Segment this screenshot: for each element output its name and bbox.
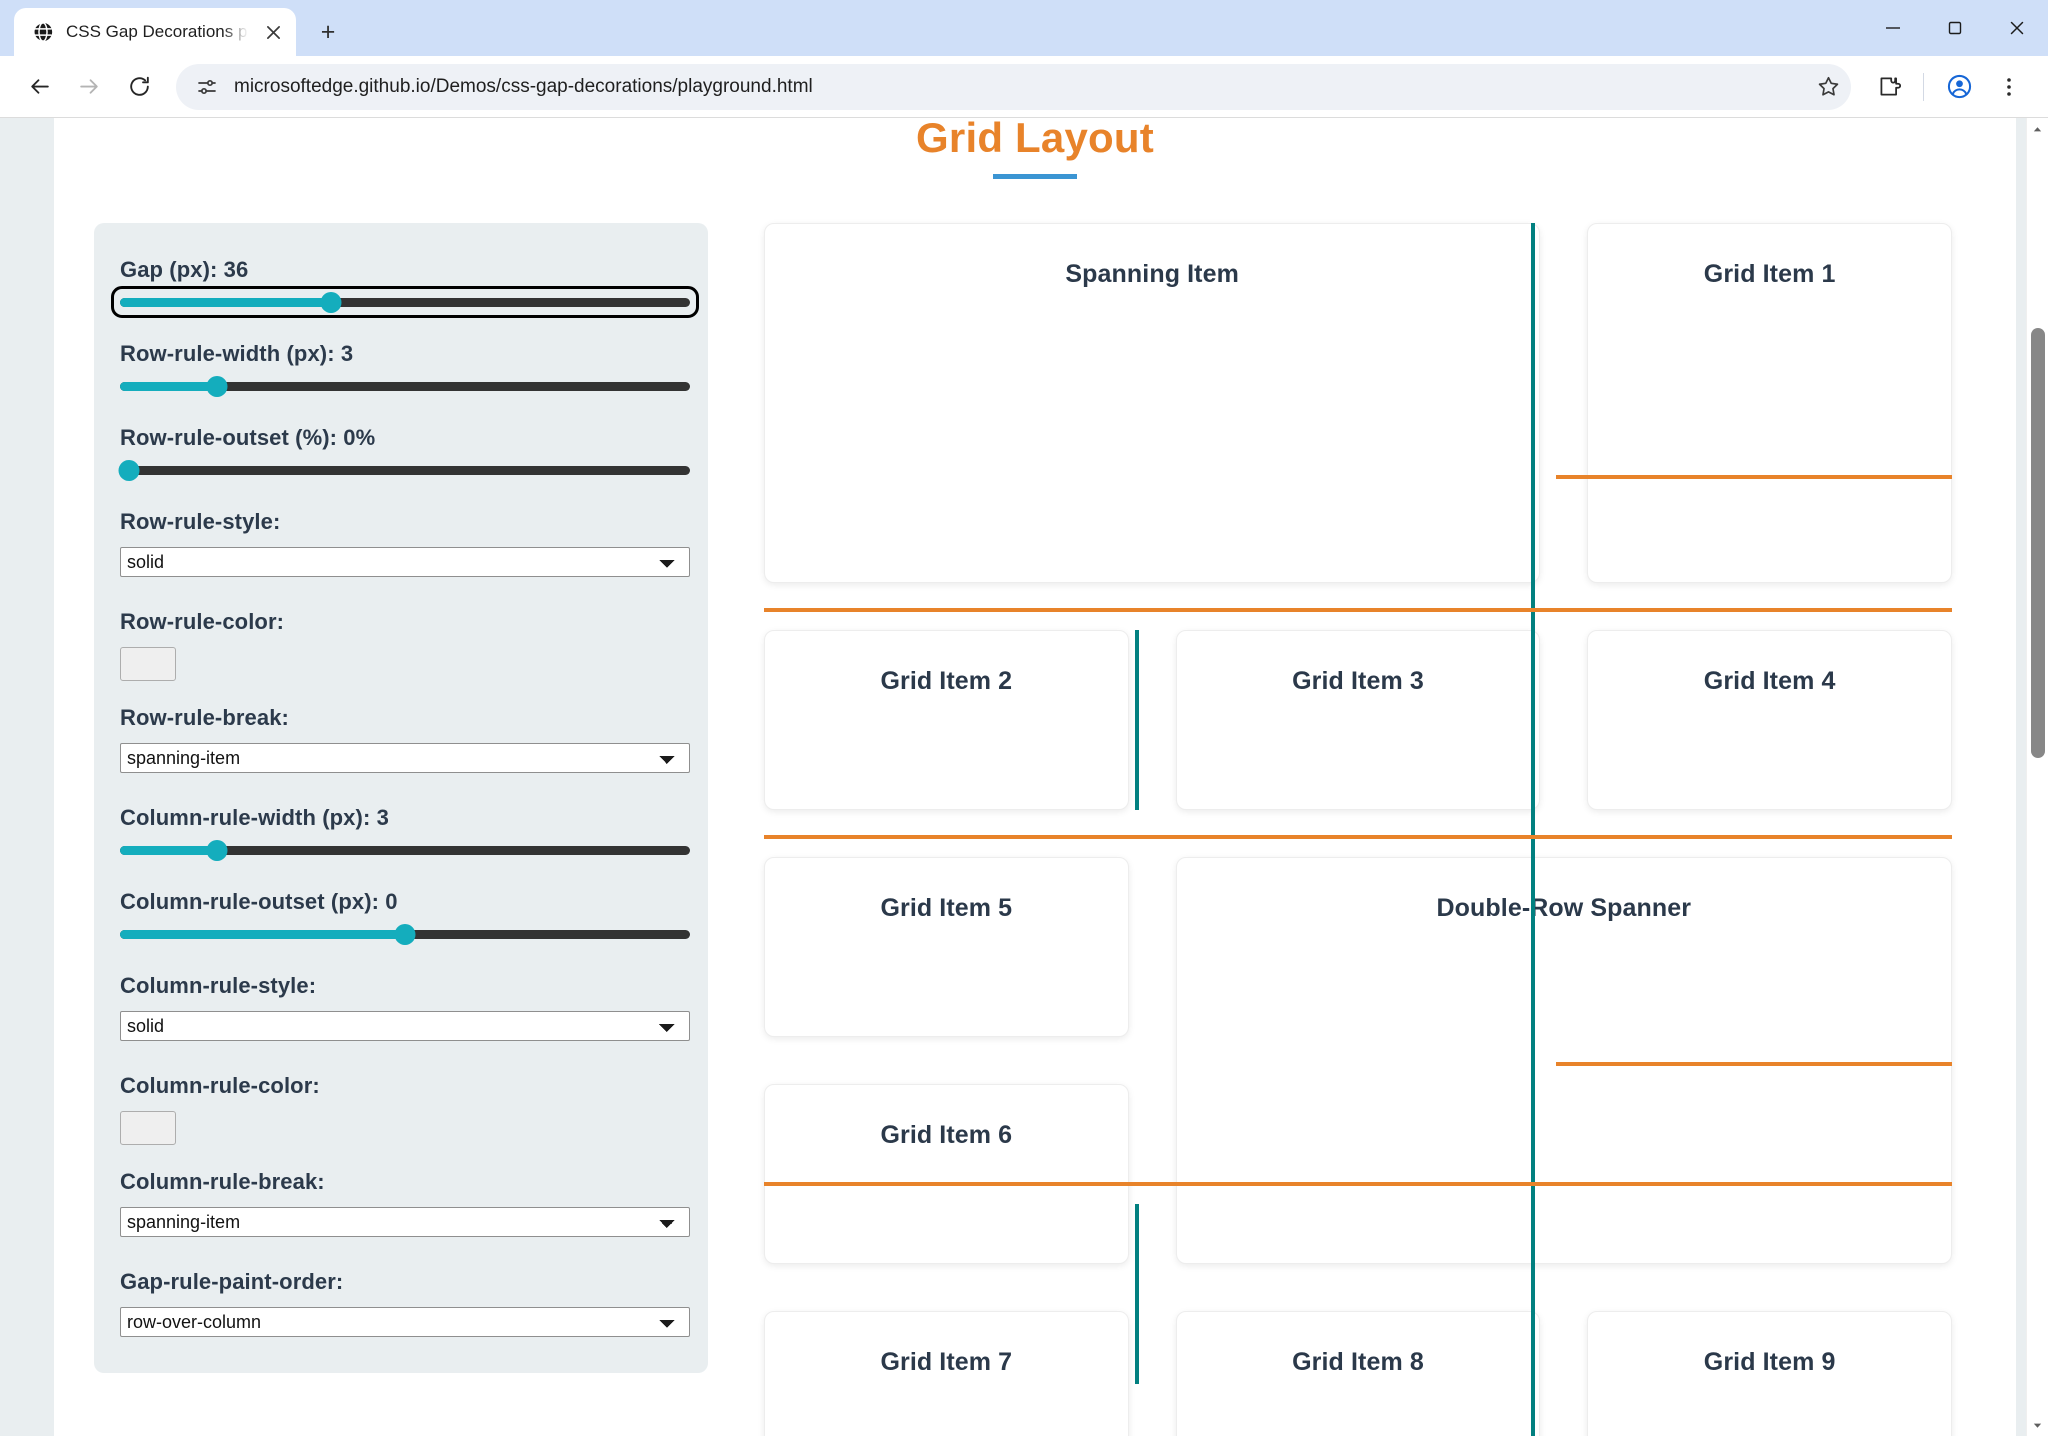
slider-fill bbox=[120, 930, 405, 939]
minimize-button[interactable] bbox=[1862, 0, 1924, 56]
three-dot-menu-icon[interactable] bbox=[1986, 64, 2032, 110]
star-icon[interactable] bbox=[1815, 74, 1841, 100]
extensions-icon[interactable] bbox=[1865, 64, 1911, 110]
control-row-rule-width: Row-rule-width (px): 3 bbox=[120, 341, 690, 419]
control-column-rule-width: Column-rule-width (px): 3 bbox=[120, 805, 690, 883]
row-rule-style-select[interactable]: solid bbox=[120, 547, 690, 577]
tab-title: CSS Gap Decorations playground bbox=[66, 22, 248, 41]
slider-thumb[interactable] bbox=[206, 840, 228, 861]
grid-item-9: Grid Item 9 bbox=[1587, 1311, 1952, 1436]
gap-rule-paint-order-select[interactable]: row-over-column bbox=[120, 1307, 690, 1337]
reload-icon[interactable] bbox=[116, 64, 162, 110]
slider-fill bbox=[120, 298, 331, 307]
scroll-up-arrow-icon[interactable] bbox=[2027, 118, 2048, 140]
browser-titlebar: CSS Gap Decorations playground + bbox=[0, 0, 2048, 56]
row-rule-color-picker[interactable] bbox=[120, 647, 176, 681]
slider-track bbox=[120, 298, 690, 307]
controls-panel: Gap (px): 36 Row-rule-wid bbox=[94, 223, 708, 1373]
forward-arrow-icon[interactable] bbox=[66, 64, 112, 110]
control-label-gap-rule-paint-order: Gap-rule-paint-order: bbox=[120, 1269, 344, 1294]
grid-item-1: Grid Item 1 bbox=[1587, 223, 1952, 583]
grid-item-double-row-spanner: Double-Row Spanner bbox=[1175, 857, 1952, 1264]
column-rule-outset-slider[interactable] bbox=[120, 924, 690, 945]
grid-item-5: Grid Item 5 bbox=[764, 857, 1129, 1037]
browser-toolbar: microsoftedge.github.io/Demos/css-gap-de… bbox=[0, 56, 2048, 118]
column-rule-color-picker[interactable] bbox=[120, 1111, 176, 1145]
site-settings-icon[interactable] bbox=[194, 74, 220, 100]
page-scrollbar[interactable] bbox=[2026, 118, 2048, 1436]
column-rule-style-select[interactable]: solid bbox=[120, 1011, 690, 1041]
url-text[interactable]: microsoftedge.github.io/Demos/css-gap-de… bbox=[234, 75, 813, 97]
control-row-rule-break: Row-rule-break: spanning-item bbox=[120, 705, 690, 799]
slider-track bbox=[120, 382, 690, 391]
control-row-rule-outset: Row-rule-outset (%): 0% bbox=[118, 425, 690, 503]
toolbar-divider bbox=[1923, 72, 1924, 101]
profile-icon[interactable] bbox=[1936, 64, 1982, 110]
demo-grid: Spanning Item Grid Item 1 Grid Item 2 Gr… bbox=[764, 223, 1952, 1436]
slider-thumb[interactable] bbox=[320, 292, 342, 313]
address-bar[interactable]: microsoftedge.github.io/Demos/css-gap-de… bbox=[176, 63, 1851, 110]
scrollbar-thumb[interactable] bbox=[2031, 328, 2045, 758]
grid-demo: Spanning Item Grid Item 1 Grid Item 2 Gr… bbox=[764, 223, 1952, 1436]
scroll-down-arrow-icon[interactable] bbox=[2027, 1414, 2048, 1436]
globe-icon bbox=[32, 21, 54, 43]
column-rule-break-select[interactable]: spanning-item bbox=[120, 1207, 690, 1237]
grid-item-3: Grid Item 3 bbox=[1175, 630, 1541, 810]
control-label-column-rule-break: Column-rule-break: bbox=[120, 1169, 325, 1194]
control-column-rule-color: Column-rule-color: bbox=[120, 1073, 682, 1145]
grid-item-2: Grid Item 2 bbox=[764, 630, 1129, 810]
grid-item-spanning: Spanning Item bbox=[764, 223, 1541, 583]
slider-thumb[interactable] bbox=[394, 924, 416, 945]
close-window-button[interactable] bbox=[1986, 0, 2048, 56]
grid-item-7: Grid Item 7 bbox=[764, 1311, 1129, 1436]
grid-item-4: Grid Item 4 bbox=[1587, 630, 1952, 810]
back-arrow-icon[interactable] bbox=[16, 64, 62, 110]
page-title: Grid Layout bbox=[916, 118, 1154, 161]
row-rule-outset-slider[interactable] bbox=[118, 460, 690, 481]
control-label-row-rule-width: Row-rule-width (px): 3 bbox=[120, 341, 354, 366]
control-label-gap: Gap (px): 36 bbox=[120, 257, 249, 282]
slider-track bbox=[120, 846, 690, 855]
control-label-column-rule-color: Column-rule-color: bbox=[120, 1073, 320, 1098]
maximize-button[interactable] bbox=[1924, 0, 1986, 56]
slider-fill bbox=[120, 382, 217, 391]
control-label-row-rule-color: Row-rule-color: bbox=[120, 609, 285, 634]
title-underline bbox=[993, 174, 1077, 179]
control-row-rule-color: Row-rule-color: bbox=[120, 609, 682, 681]
control-label-column-rule-outset: Column-rule-outset (px): 0 bbox=[120, 889, 398, 914]
grid-item-8: Grid Item 8 bbox=[1175, 1311, 1541, 1436]
control-label-row-rule-outset: Row-rule-outset (%): 0% bbox=[120, 425, 376, 450]
row-rule-width-slider[interactable] bbox=[120, 376, 690, 397]
slider-thumb[interactable] bbox=[118, 460, 140, 481]
gap-slider[interactable] bbox=[111, 286, 699, 318]
window-controls bbox=[1862, 0, 2048, 56]
control-label-row-rule-break: Row-rule-break: bbox=[120, 705, 289, 730]
control-column-rule-break: Column-rule-break: spanning-item bbox=[120, 1169, 690, 1263]
slider-thumb[interactable] bbox=[206, 376, 228, 397]
browser-tab[interactable]: CSS Gap Decorations playground bbox=[14, 8, 296, 56]
control-row-rule-style: Row-rule-style: solid bbox=[120, 509, 690, 603]
column-rule-width-slider[interactable] bbox=[120, 840, 690, 861]
new-tab-button[interactable]: + bbox=[320, 17, 336, 46]
control-column-rule-style: Column-rule-style: solid bbox=[120, 973, 690, 1067]
control-label-column-rule-style: Column-rule-style: bbox=[120, 973, 317, 998]
browser-viewport: Grid Layout Gap (px): 36 bbox=[0, 118, 2048, 1436]
control-gap: Gap (px): 36 bbox=[111, 257, 699, 335]
slider-fill bbox=[120, 846, 217, 855]
web-page: Grid Layout Gap (px): 36 bbox=[54, 118, 2016, 1436]
control-column-rule-outset: Column-rule-outset (px): 0 bbox=[120, 889, 690, 967]
grid-item-6: Grid Item 6 bbox=[764, 1084, 1129, 1264]
control-label-row-rule-style: Row-rule-style: bbox=[120, 509, 281, 534]
slider-track bbox=[120, 466, 690, 475]
close-icon[interactable] bbox=[260, 19, 286, 45]
row-rule-break-select[interactable]: spanning-item bbox=[120, 743, 690, 773]
control-gap-rule-paint-order: Gap-rule-paint-order: row-over-column bbox=[120, 1269, 690, 1341]
control-label-column-rule-width: Column-rule-width (px): 3 bbox=[120, 805, 389, 830]
